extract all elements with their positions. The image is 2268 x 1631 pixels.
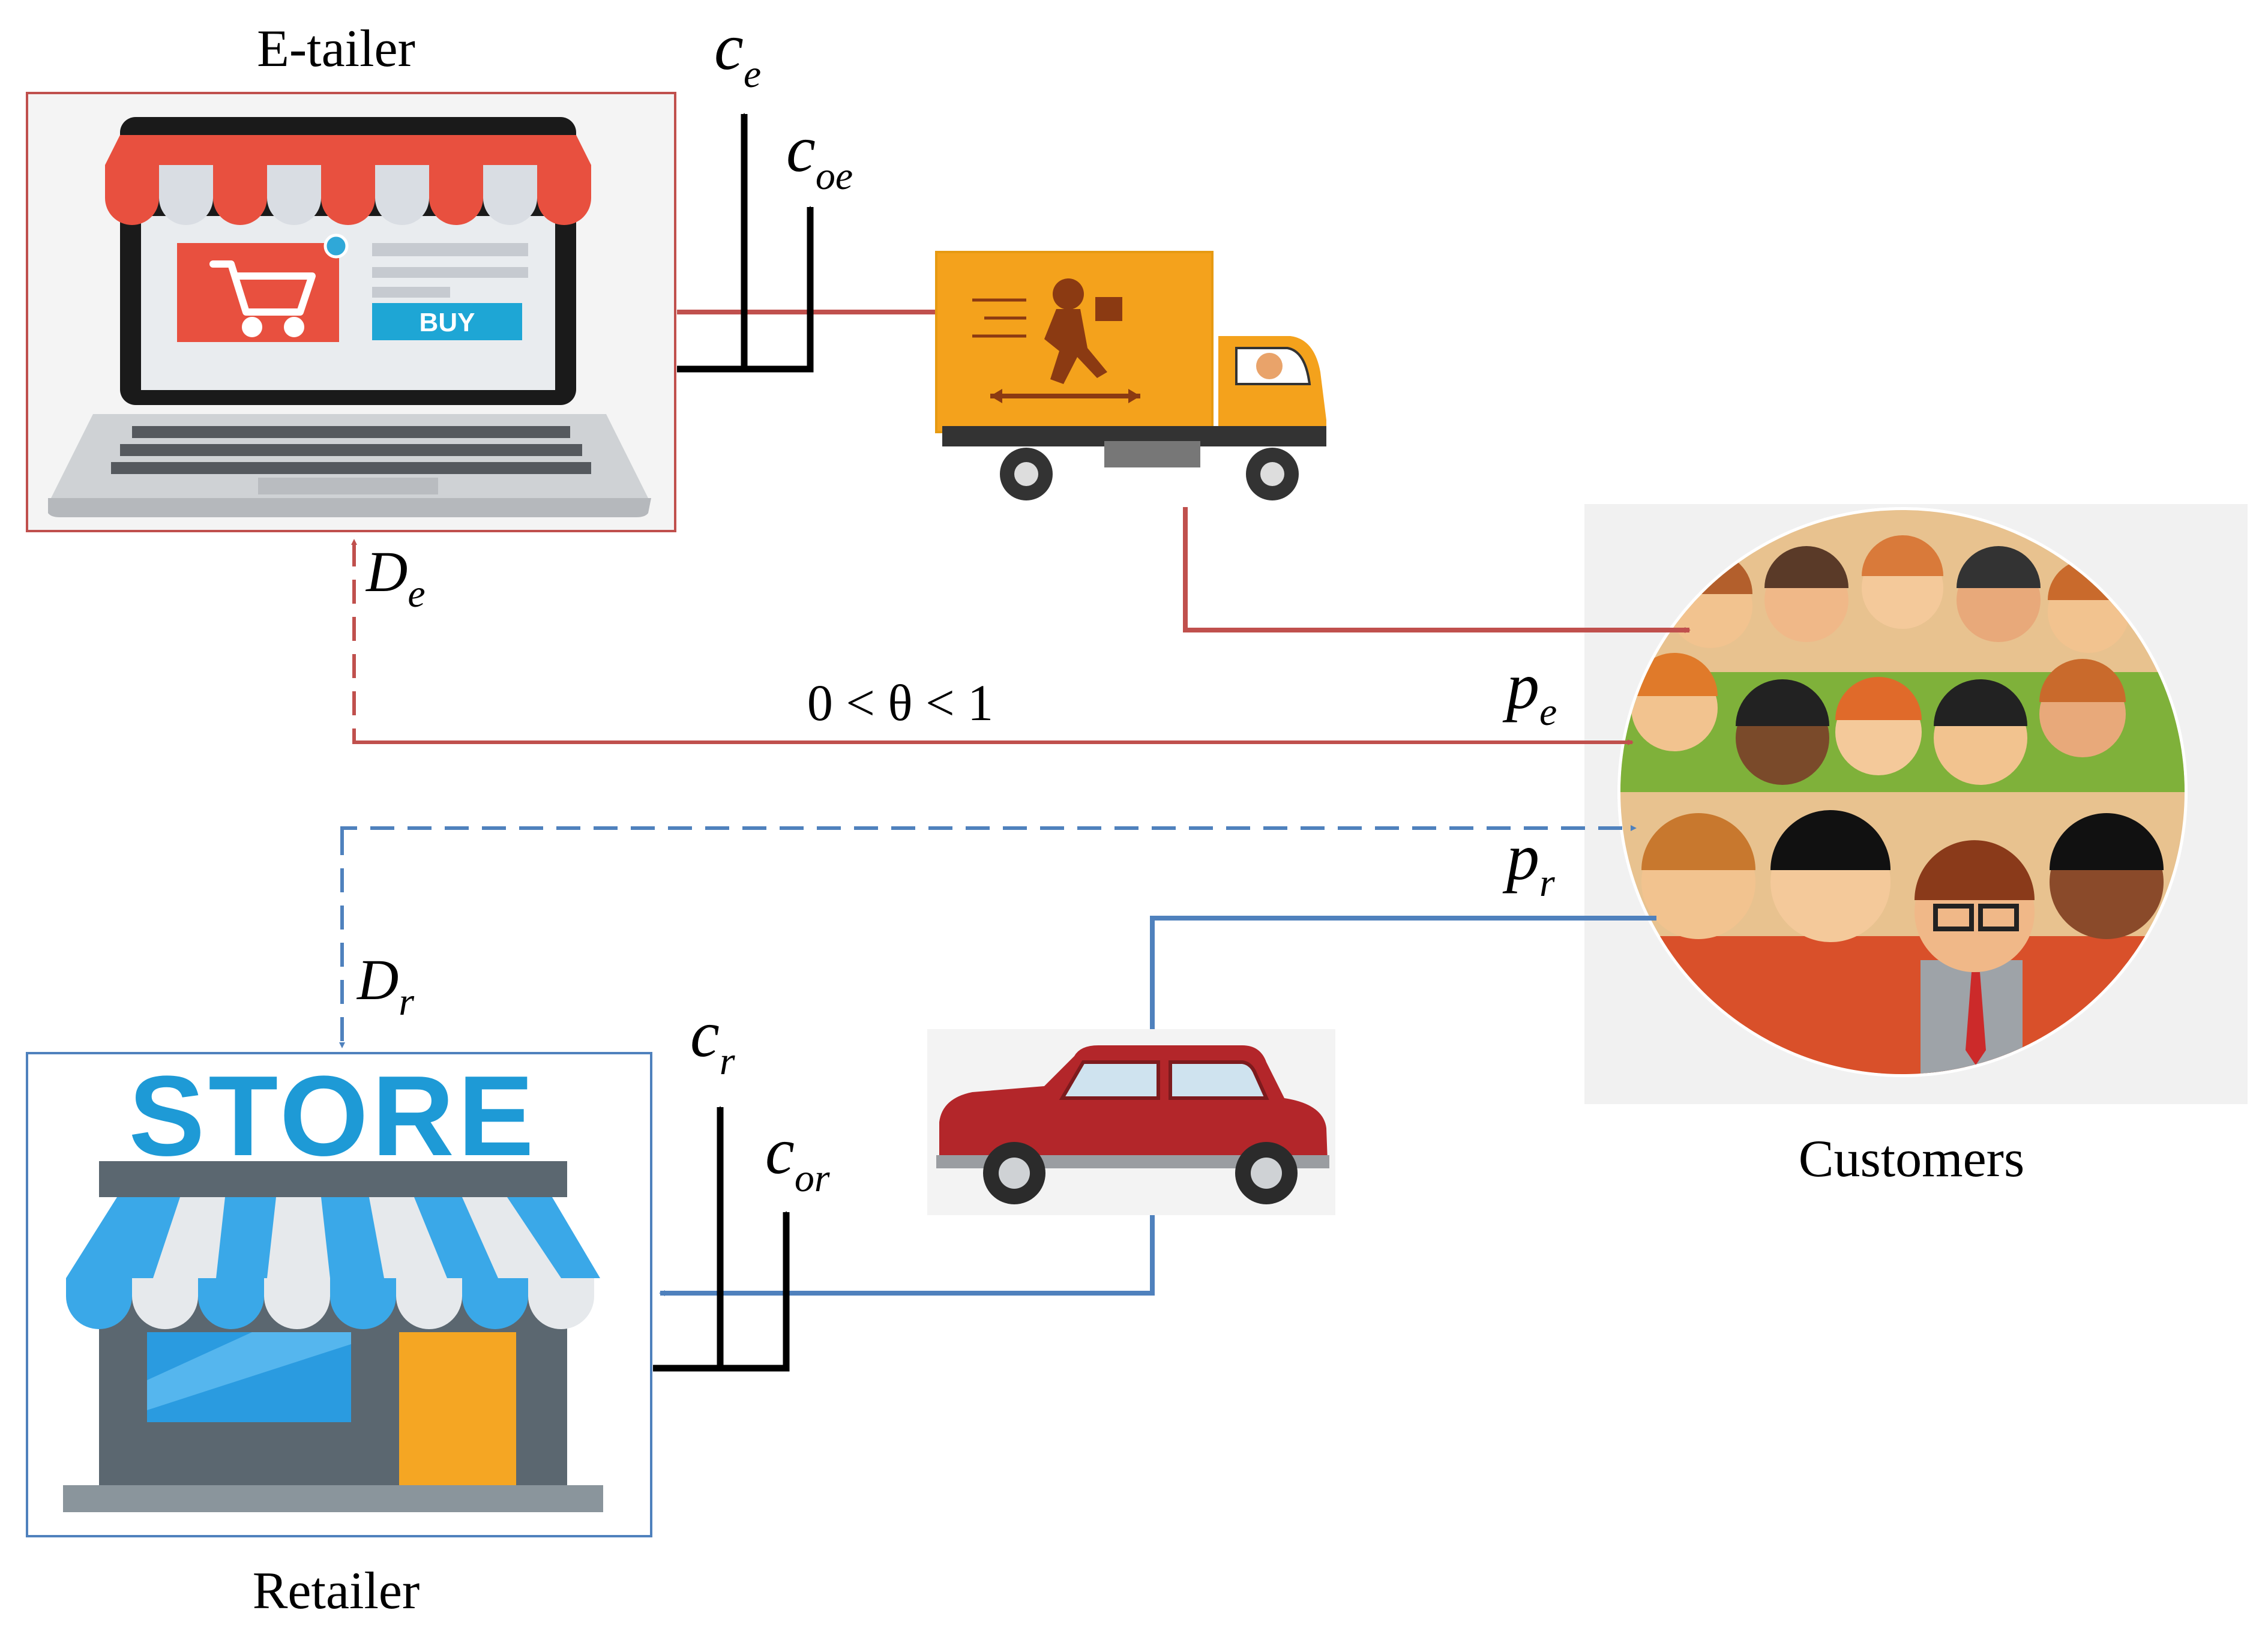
- retailer-box: STORE: [26, 1052, 652, 1537]
- shopping-cart-icon: [209, 260, 316, 337]
- customers-caption: Customers: [1799, 1130, 2024, 1188]
- store-awning: [66, 1197, 600, 1329]
- car-icon: [927, 1029, 1335, 1215]
- label-p-r: pr: [1502, 820, 1555, 905]
- customers-car-line: [1150, 916, 1656, 1029]
- face-icon: [1631, 653, 1718, 751]
- label-D-e: De: [365, 539, 426, 616]
- label-p-e: pe: [1502, 649, 1557, 734]
- check-badge-icon: [323, 233, 349, 259]
- label-theta-range: 0 < θ < 1: [807, 674, 993, 731]
- face-icon: [2050, 813, 2164, 939]
- retailer-caption: Retailer: [253, 1562, 420, 1620]
- truck-customers-arrow: [1183, 507, 1691, 633]
- face-icon: [1862, 535, 1943, 629]
- label-c-e: ce: [714, 10, 761, 96]
- face-icon: [1915, 840, 2035, 972]
- face-icon: [1835, 677, 1922, 775]
- laptop-icon: BUY: [48, 117, 651, 517]
- label-c-r: cr: [690, 997, 735, 1083]
- label-c-or: cor: [765, 1114, 830, 1200]
- face-icon: [1770, 810, 1891, 942]
- buy-button: [372, 303, 522, 340]
- label-D-r: Dr: [356, 948, 414, 1024]
- customers-crowd: [1584, 504, 2248, 1104]
- car-retailer-arrow: [659, 1215, 1155, 1296]
- face-icon: [1736, 679, 1829, 785]
- laptop-awning: [105, 135, 591, 225]
- courier-figure: [972, 278, 1140, 403]
- storefront-icon: [63, 1161, 603, 1512]
- buy-button-label: BUY: [420, 308, 475, 337]
- face-icon: [1764, 546, 1848, 642]
- store-door: [399, 1332, 516, 1485]
- label-c-oe: coe: [786, 112, 853, 198]
- retailer-cost-bracket: [653, 1211, 790, 1372]
- etailer-box: BUY: [26, 92, 676, 532]
- face-icon: [1934, 679, 2027, 785]
- etailer-caption: E-tailer: [257, 20, 415, 78]
- face-icon: [1641, 813, 1755, 939]
- delivery-truck-icon: [935, 251, 1326, 500]
- store-sign: STORE: [128, 1053, 537, 1180]
- etailer-cost-bracket: [677, 206, 814, 373]
- face-icon: [2039, 659, 2126, 757]
- retailer-price-dashed-arrow: [340, 825, 1637, 837]
- face-icon: [1957, 546, 2041, 642]
